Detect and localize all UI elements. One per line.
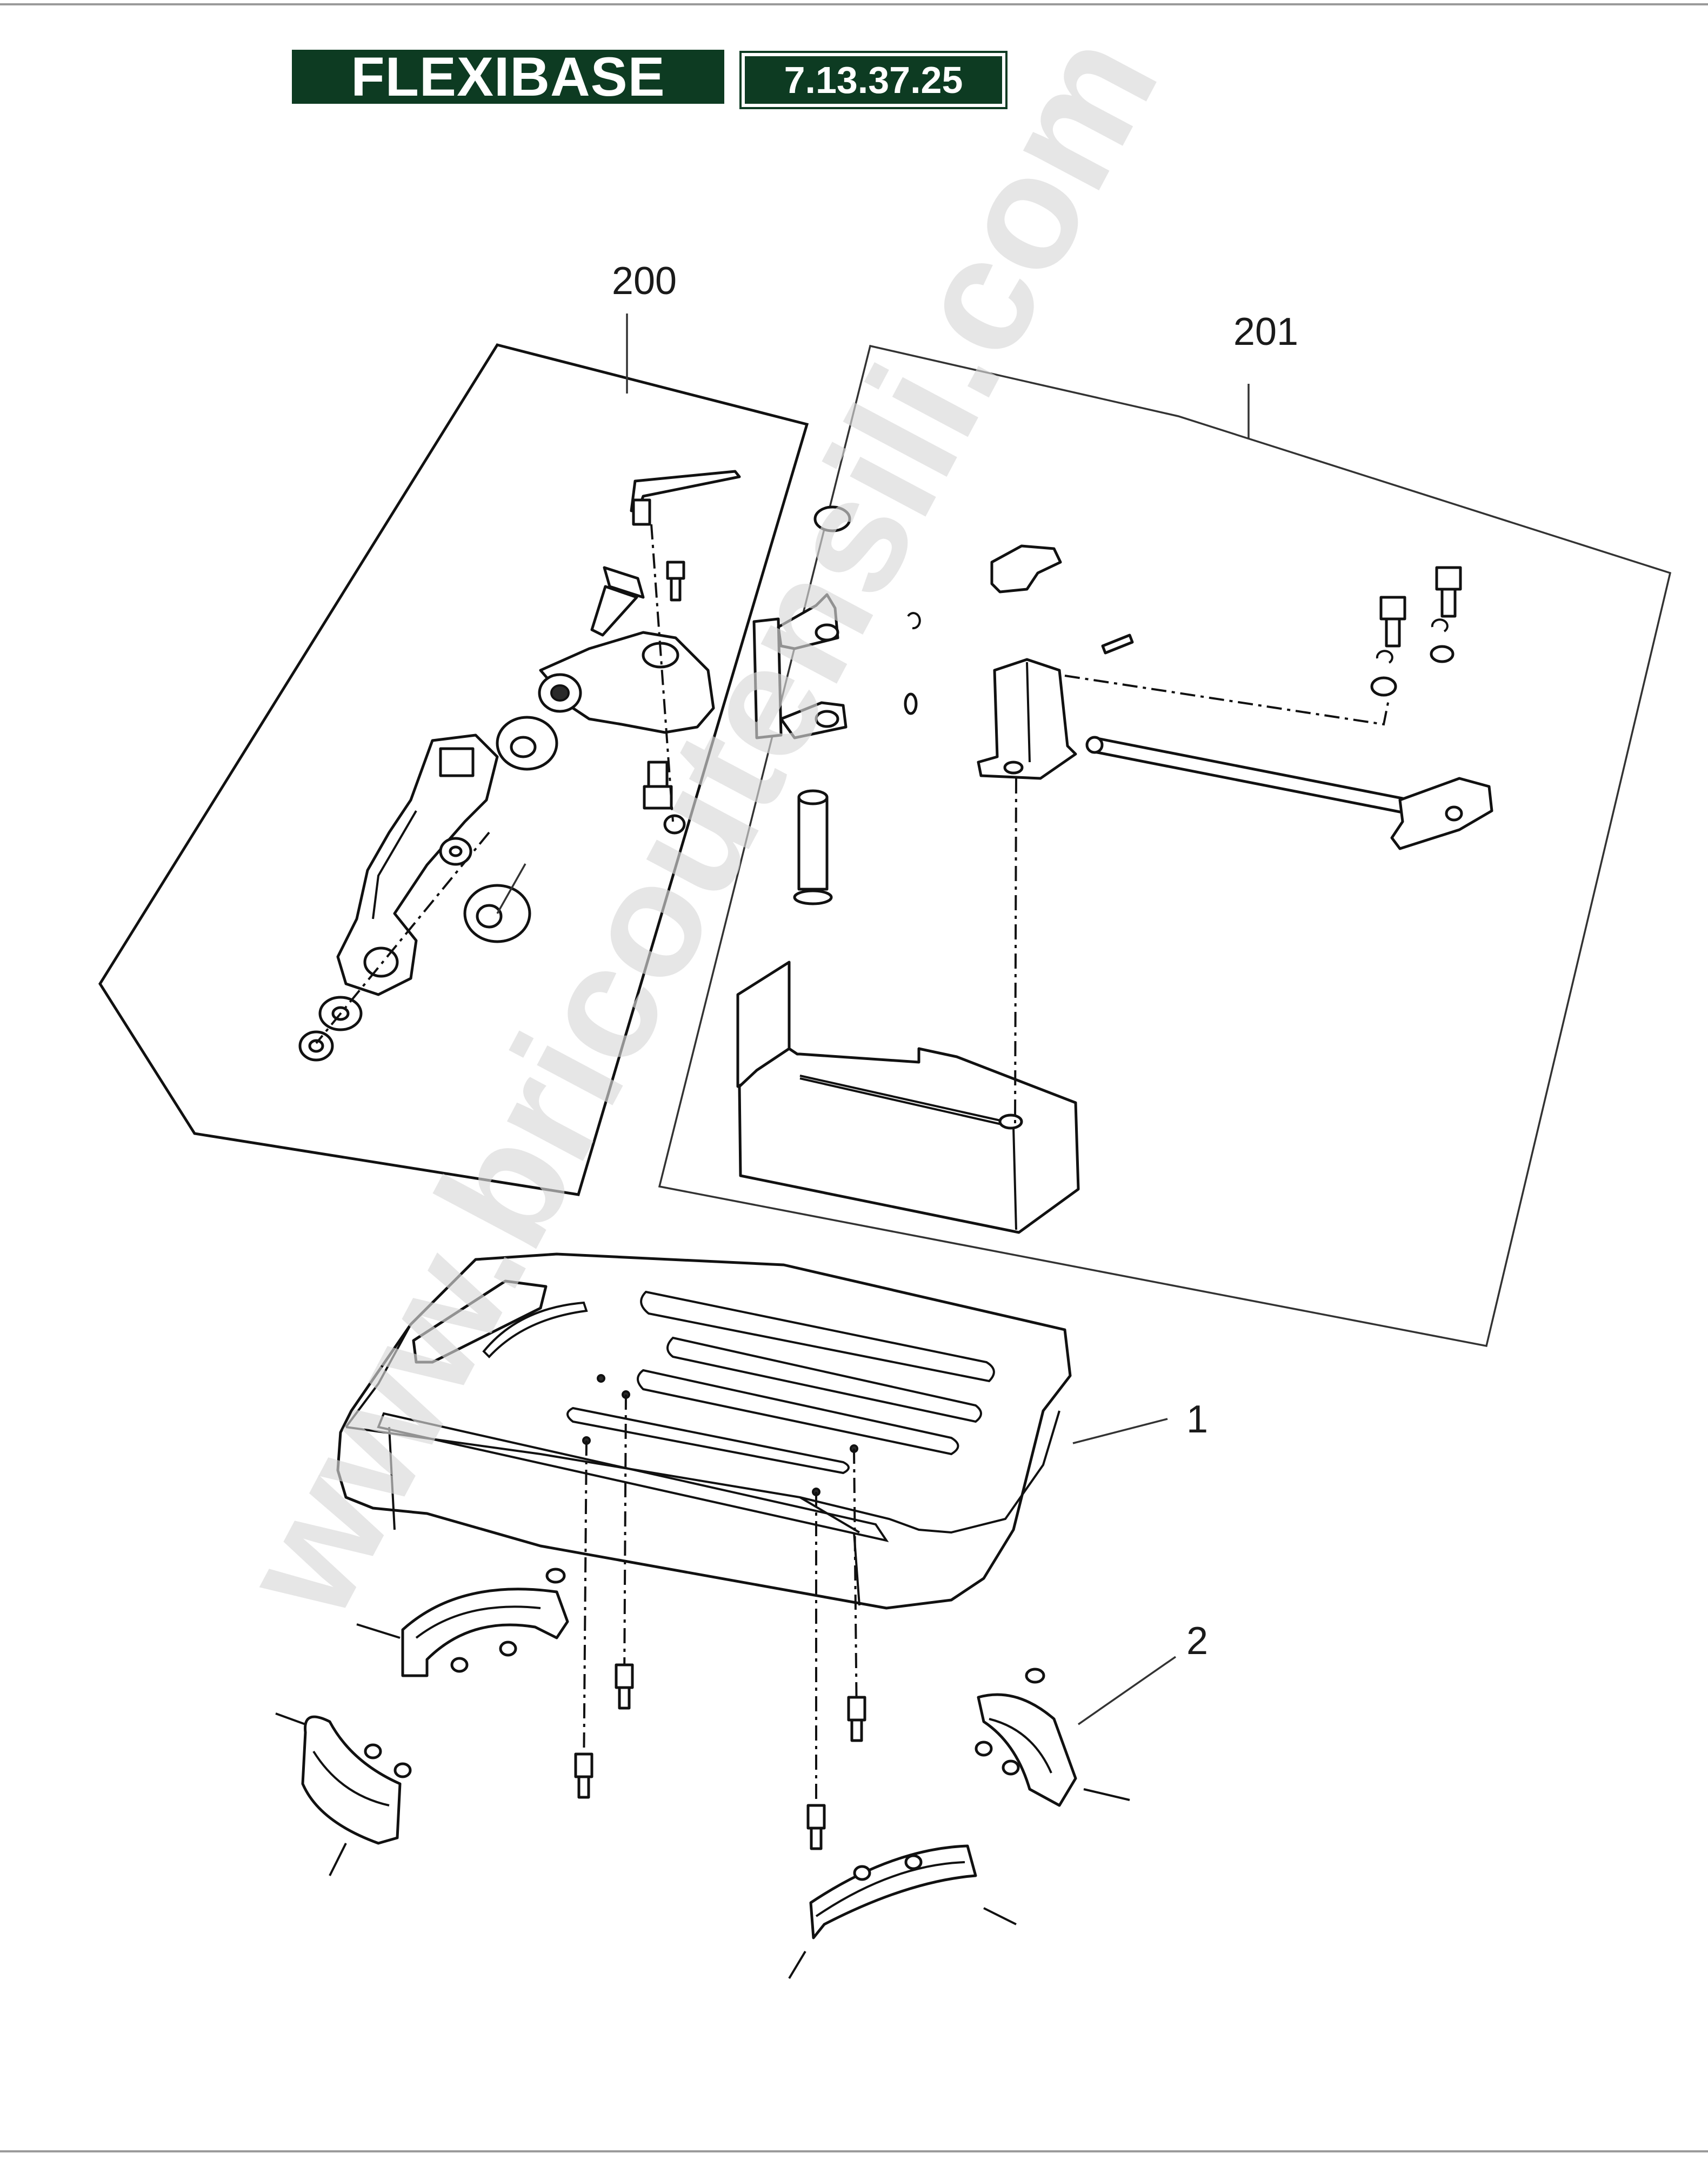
assembly-200-frame <box>98 343 809 1196</box>
assembly-201-axis-b <box>1064 675 1390 726</box>
table-slot-1 <box>640 1290 995 1383</box>
table-slot-2 <box>666 1336 982 1423</box>
e-clip-part-lower <box>904 692 918 715</box>
e-clip-part-upper <box>907 612 921 630</box>
table-angle-scale <box>412 1279 548 1364</box>
part-2-leader <box>1078 1656 1176 1725</box>
assembly-201-frame <box>658 344 1672 1348</box>
foot-pad-part-c: 2 <box>975 1619 1208 1807</box>
lock-washer-part-b <box>1376 650 1393 664</box>
assembly-201-label: 201 <box>1233 310 1298 354</box>
assembly-201-group: 201 <box>658 310 1672 1348</box>
table-slot-3 <box>637 1369 959 1456</box>
cap-screw-part-b <box>1435 566 1462 618</box>
snap-ring-part <box>813 505 851 532</box>
table-front-rail <box>377 1412 889 1543</box>
foot-pad-part-b <box>275 1712 412 1876</box>
bottom-rule <box>0 2150 1708 2152</box>
flat-washer-part-b <box>1370 676 1397 697</box>
hinge-pin-part <box>793 789 833 905</box>
table-screw-3 <box>806 1804 826 1850</box>
bushing-part <box>496 716 558 771</box>
table-slot-4 <box>566 1406 850 1475</box>
assembly-200-axis-b <box>315 831 490 1044</box>
part-1-leader <box>1072 1418 1168 1444</box>
product-code: 7.13.37.25 <box>784 59 963 101</box>
table-axis-2 <box>623 1394 627 1687</box>
part-1-label: 1 <box>1186 1398 1208 1441</box>
hinge-plate-part <box>752 593 848 739</box>
nut-part <box>298 1030 334 1062</box>
assembly-200-group: 200 <box>98 259 809 1196</box>
table-axis-4 <box>853 1448 858 1725</box>
part-2-label: 2 <box>1186 1619 1208 1663</box>
small-screw-part <box>666 561 685 602</box>
latch-part <box>990 544 1062 594</box>
table-axis-1 <box>583 1440 588 1779</box>
assembly-200-axis-a <box>650 524 674 822</box>
table-screw-4 <box>847 1696 866 1742</box>
flat-washer-part-a <box>1430 645 1455 663</box>
product-name: FLEXIBASE <box>351 45 665 108</box>
clamp-lever-part <box>630 470 741 526</box>
washer-part-upper <box>439 837 472 866</box>
fence-box-part <box>736 961 1080 1234</box>
spring-pin-part <box>1101 634 1134 655</box>
pivot-bracket-part <box>538 631 715 734</box>
foot-pad-part-d <box>788 1844 1017 1979</box>
lower-screw-part <box>643 761 686 835</box>
lock-washer-part-a <box>1431 618 1449 632</box>
roller-leader <box>496 863 526 914</box>
pivot-bolt-part <box>590 566 645 637</box>
stop-bar-part <box>1085 736 1493 850</box>
base-table-part: 1 <box>336 1252 1208 1610</box>
support-bracket-part <box>977 658 1077 780</box>
foot-pad-part-a <box>356 1568 569 1677</box>
top-rule <box>0 3 1708 5</box>
table-screw-1 <box>574 1752 593 1799</box>
cap-screw-part-a <box>1379 596 1406 648</box>
assembly-200-label: 200 <box>612 259 677 303</box>
product-name-banner: FLEXIBASE <box>292 46 724 108</box>
table-screw-2 <box>615 1663 634 1710</box>
assembly-201-axis-a <box>1014 778 1017 1125</box>
swing-arm-part <box>336 734 499 996</box>
product-code-banner: 7.13.37.25 <box>742 53 1005 107</box>
table-arc-slot <box>482 1301 588 1358</box>
